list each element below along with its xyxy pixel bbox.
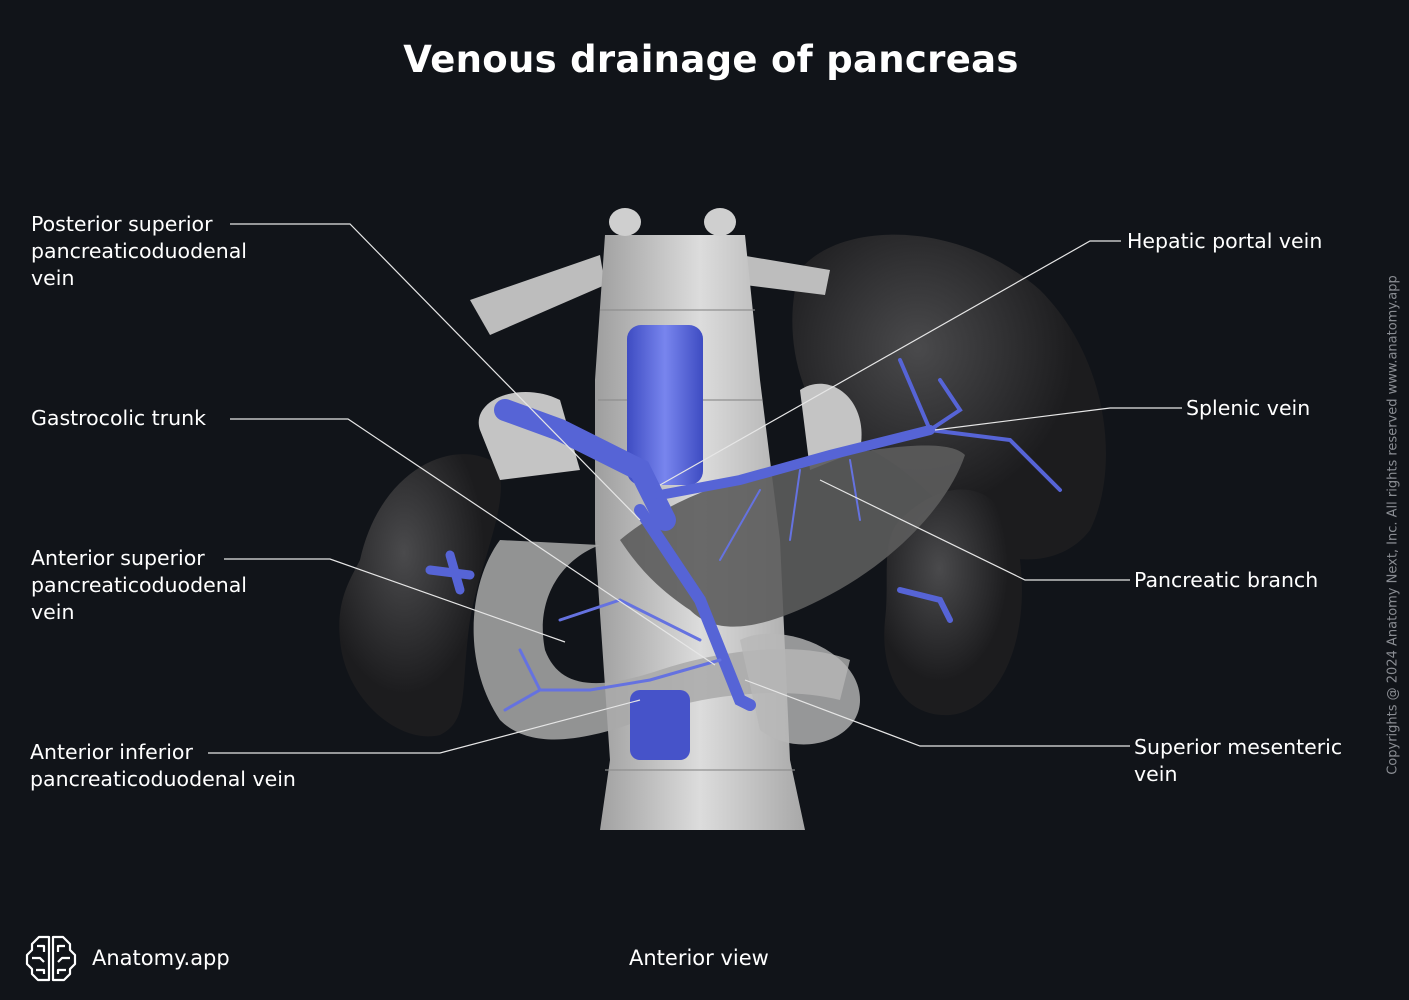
label-posterior-superior-pancreaticoduodenal-vein: Posterior superior pancreaticoduodenal v… [31,211,247,292]
label-splenic-vein: Splenic vein [1186,395,1310,422]
brand-logo: Anatomy.app [24,934,230,982]
brain-icon [25,935,77,982]
label-line: vein [1134,762,1178,786]
brand-name: Anatomy.app [92,946,230,970]
veins [425,325,1062,760]
label-anterior-superior-pancreaticoduodenal-vein: Anterior superior pancreaticoduodenal ve… [31,545,247,626]
label-line: Anterior superior [31,546,205,570]
label-line: vein [31,600,75,624]
label-line: vein [31,266,75,290]
label-line: pancreaticoduodenal [31,573,247,597]
label-line: Posterior superior [31,212,213,236]
label-line: Superior mesenteric [1134,735,1343,759]
label-line: Pancreatic branch [1134,568,1319,592]
leader-lines [208,223,1182,754]
label-line: Hepatic portal vein [1127,229,1323,253]
label-line: pancreaticoduodenal [31,239,247,263]
copyright-notice: Copyrights @ 2024 Anatomy Next, Inc. All… [1385,275,1401,775]
label-line: Splenic vein [1186,396,1311,420]
label-superior-mesenteric-vein: Superior mesenteric vein [1134,734,1342,788]
label-hepatic-portal-vein: Hepatic portal vein [1127,228,1322,255]
view-label: Anterior view [629,946,769,970]
label-pancreatic-branch: Pancreatic branch [1134,567,1318,594]
label-anterior-inferior-pancreaticoduodenal-vein: Anterior inferior pancreaticoduodenal ve… [30,739,296,793]
page-title: Venous drainage of pancreas [403,38,1019,81]
right-kidney [339,454,501,737]
label-line: Anterior inferior [30,740,193,764]
label-line: Gastrocolic trunk [31,406,207,430]
label-gastrocolic-trunk: Gastrocolic trunk [31,405,206,432]
left-kidney [884,489,1022,716]
label-line: pancreaticoduodenal vein [30,767,296,791]
